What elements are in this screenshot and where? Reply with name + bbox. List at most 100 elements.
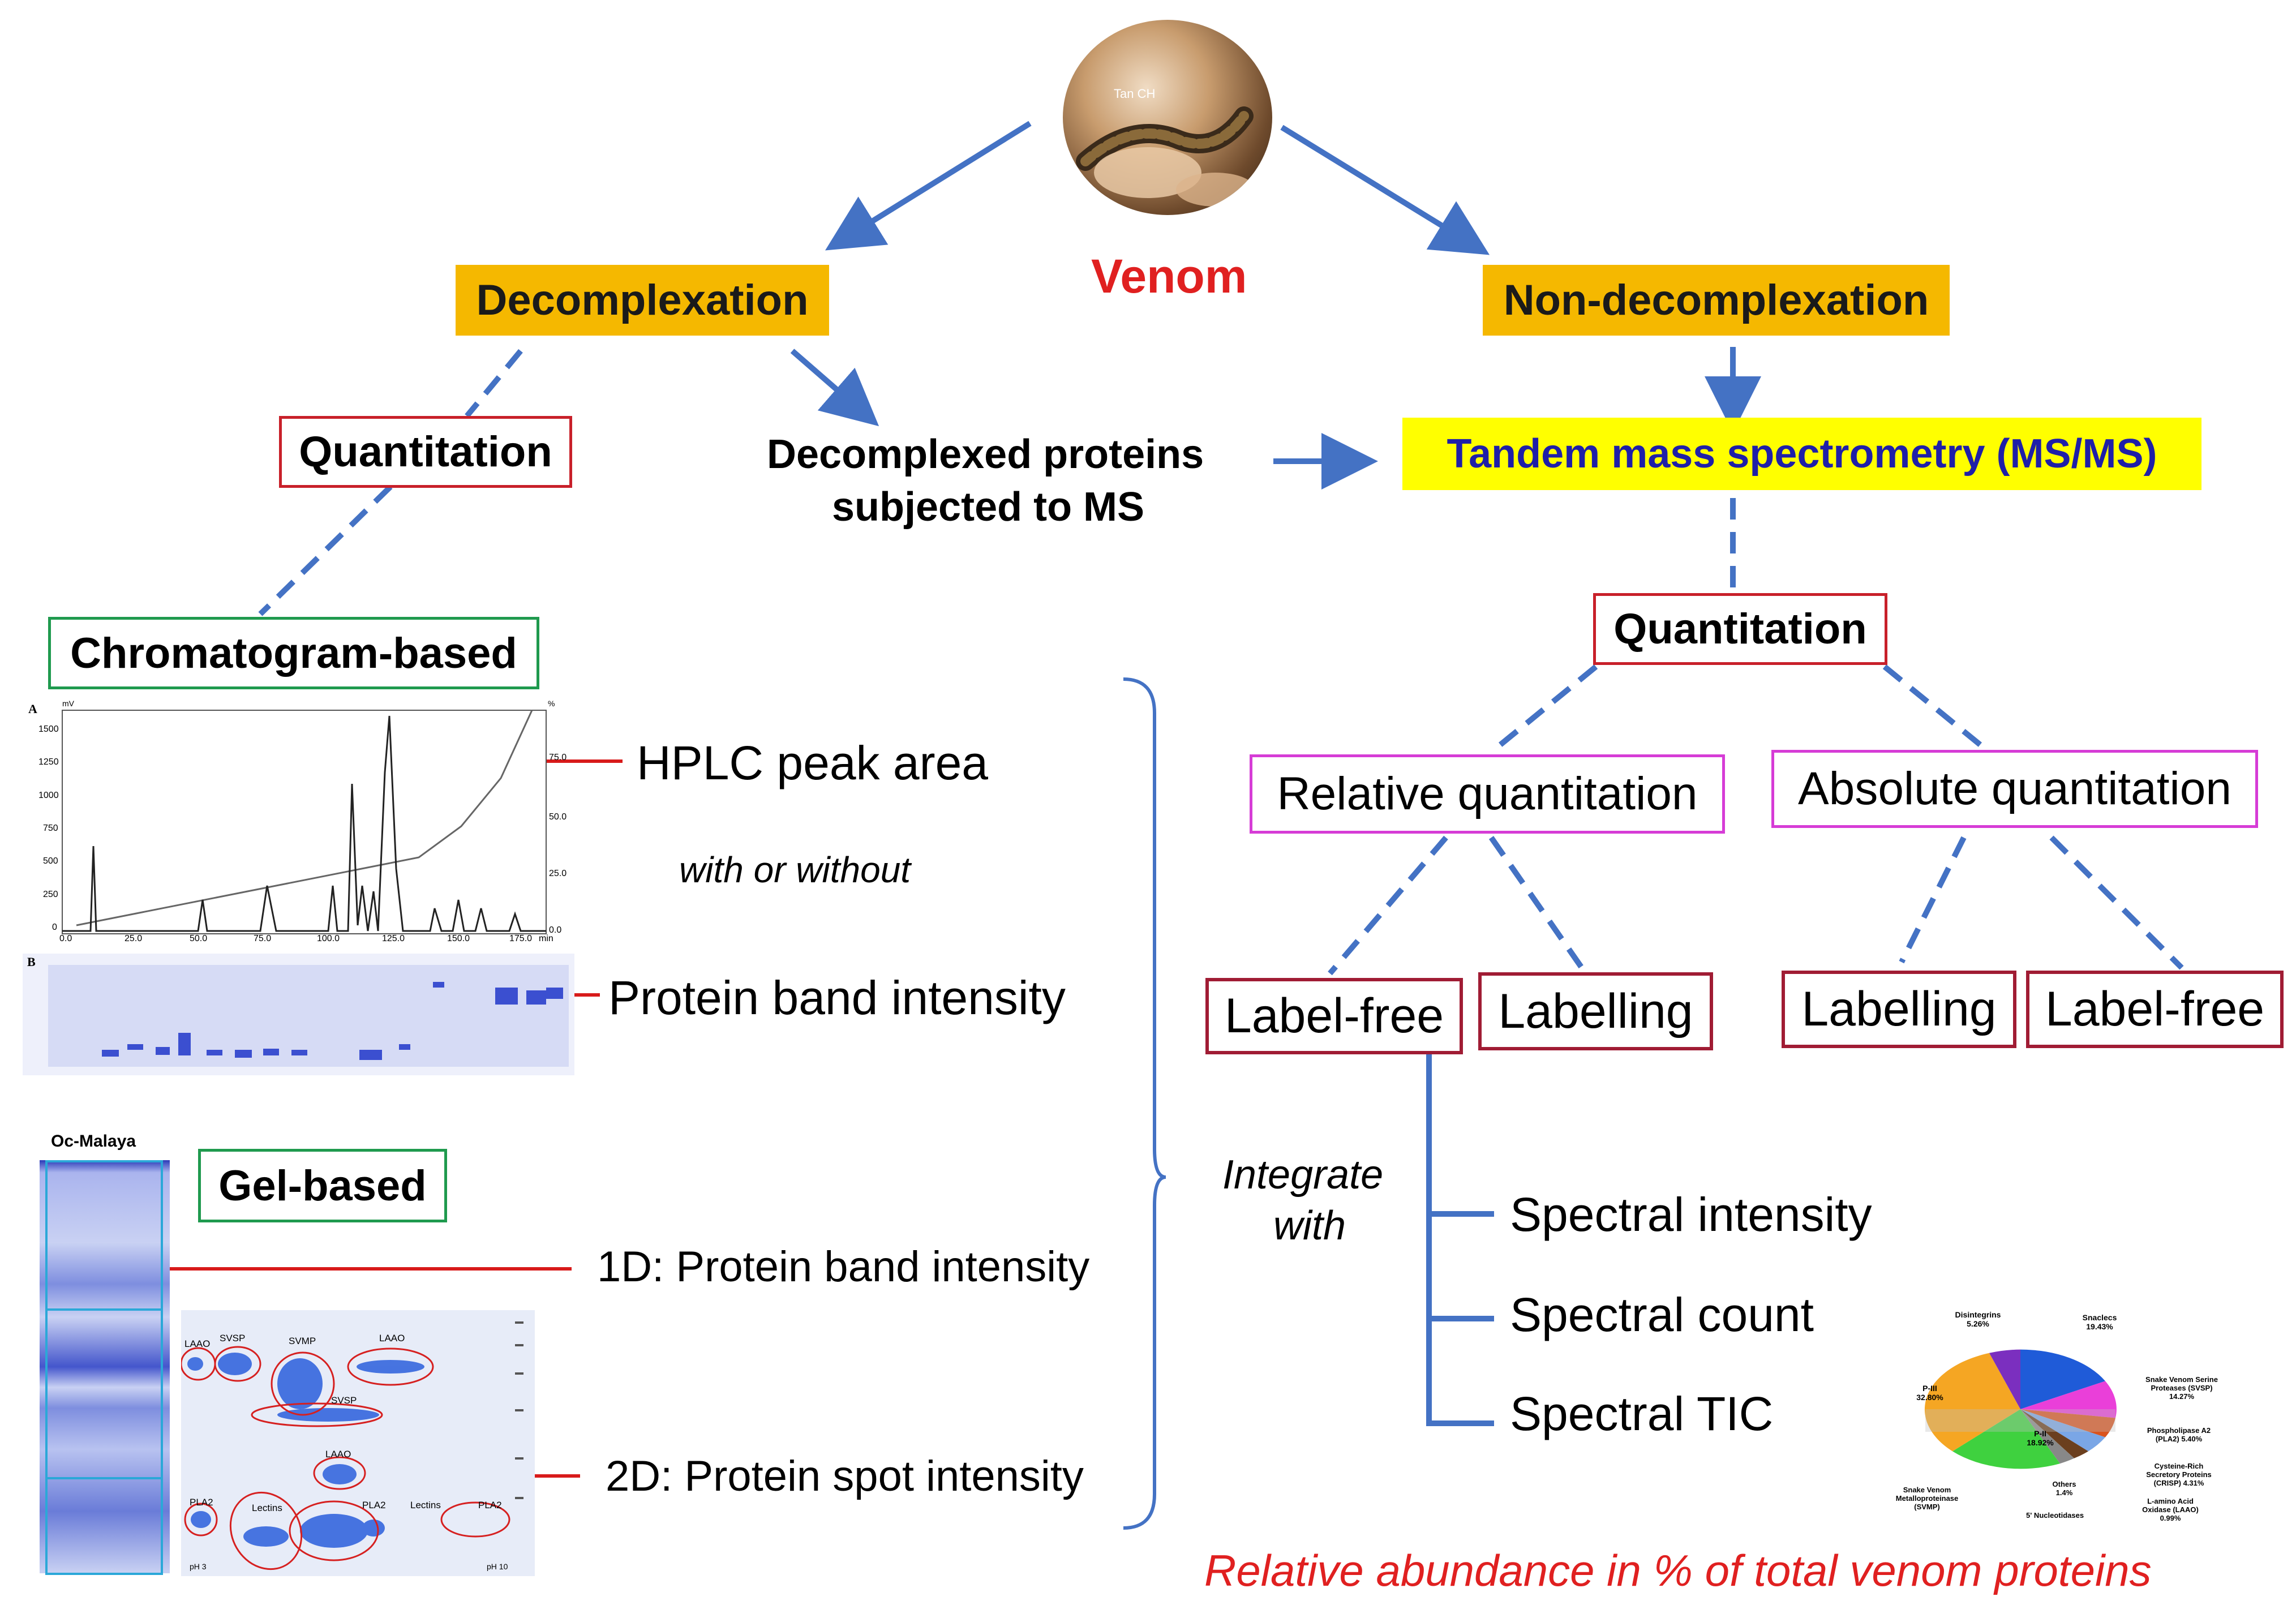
rel-labelling-box: Labelling [1478, 972, 1713, 1050]
x-tick: 75.0 [254, 934, 272, 943]
gel-bands [102, 982, 563, 1060]
dash-absolute-to-labelfree [2049, 835, 2184, 970]
x-tick: 50.0 [190, 934, 208, 943]
twod-gel-spots [180, 1321, 523, 1570]
chromatogram-based-box: Chromatogram-based [48, 617, 539, 689]
pie-slice-laao [2020, 1409, 2088, 1458]
pie-label-svsp: Snake Venom Serine Proteases (SVSP) 14.2… [2145, 1375, 2218, 1401]
x-tick: 125.0 [382, 934, 405, 943]
dash-decomp-to-quant [465, 349, 523, 418]
y-unit: mV [62, 699, 74, 708]
pie-label-crisp: Cysteine-Rich Secretory Proteins (CRISP)… [2146, 1462, 2212, 1487]
x-tick: 100.0 [317, 934, 340, 943]
spectral-tic: Spectral TIC [1510, 1387, 1774, 1440]
x-tick: 0.0 [59, 934, 72, 943]
relative-abundance-footer: Relative abundance in % of total venom p… [1204, 1546, 2152, 1595]
oned-gel-image [40, 1160, 170, 1575]
twod-gel-image: LAAO SVSP SVMP LAAO SVSP LAAO PLA2 Lecti… [180, 1310, 535, 1576]
chromatogram-trace [62, 715, 546, 932]
integrate-line2: with [1273, 1203, 1346, 1248]
absolute-quantitation-box: Absolute quantitation [1771, 750, 2258, 828]
dash-absolute-to-labelling [1899, 836, 1967, 964]
decomplexed-proteins-line1: Decomplexed proteins [767, 432, 1204, 477]
x-tick: 25.0 [125, 934, 143, 943]
pie-label-snaclecs: Snaclecs 19.43% [2082, 1313, 2117, 1331]
dash-quant-to-chromatogram [258, 484, 393, 616]
spot-label: LAAO [379, 1333, 405, 1344]
spot-label: Lectins [410, 1500, 441, 1510]
ph-low: pH 3 [190, 1562, 207, 1571]
panel-a-label: A [28, 702, 37, 716]
dash-quant-to-absolute [1882, 664, 1989, 752]
pie-slice-svsp [2020, 1381, 2117, 1418]
dash-quant-to-relative [1492, 664, 1598, 752]
x-tick: 150.0 [447, 934, 470, 943]
pie-slice-p3 [1924, 1353, 2020, 1452]
chromatogram-svg [62, 710, 547, 934]
hplc-peak-area-label: HPLC peak area [637, 736, 989, 789]
pie-label-disintegrins: Disintegrins 5.26% [1955, 1310, 2001, 1328]
pie-label-5nucleotidases: 5' Nucleotidases [2026, 1511, 2084, 1520]
y2-unit: % [548, 699, 555, 708]
pie-slice-pla2 [2020, 1409, 2115, 1437]
y-tick: 1500 [38, 724, 59, 734]
pie-slice-crisp [2020, 1409, 2105, 1452]
gradient-line [76, 710, 533, 926]
x-unit: min [539, 934, 553, 943]
spot-label: PLA2 [190, 1497, 213, 1508]
y2-tick: 50.0 [549, 812, 567, 822]
y2-tick: 0.0 [549, 925, 562, 935]
y2-tick: 25.0 [549, 869, 567, 878]
arrow-decomp-to-proteins [790, 349, 879, 427]
non-decomplexation-box: Non-decomplexation [1483, 265, 1950, 336]
y-tick: 1000 [38, 791, 59, 800]
with-or-without-label: with or without [679, 849, 911, 890]
pie-slice-others [2020, 1409, 2074, 1464]
oned-label: 1D: Protein band intensity [597, 1243, 1090, 1291]
pie-chart-figure: Disintegrins 5.26% Snaclecs 19.43% Snake… [1885, 1310, 2224, 1525]
gel-lanes [48, 965, 569, 1067]
quantitation-right-box: Quantitation [1593, 593, 1887, 665]
pie-slice-snaclecs [2020, 1349, 2105, 1409]
twod-label: 2D: Protein spot intensity [606, 1452, 1084, 1500]
pie-label-p2: P-II 18.92% [2027, 1429, 2054, 1447]
gel-based-box: Gel-based [198, 1149, 447, 1222]
gel-title: Oc-Malaya [51, 1132, 136, 1151]
spot-label: LAAO [325, 1449, 351, 1460]
rel-labelfree-box: Label-free [1205, 978, 1463, 1054]
brace [1123, 677, 1166, 1530]
spectral-intensity: Spectral intensity [1510, 1188, 1872, 1241]
chromatogram-figure: A mV % 1500 1250 1000 750 500 250 0 75.0… [23, 699, 572, 948]
protein-band-intensity-label: Protein band intensity [608, 971, 1066, 1024]
spectral-count: Spectral count [1510, 1288, 1814, 1341]
spot-label: SVSP [331, 1395, 357, 1406]
pie-slice-disintegrins [1989, 1349, 2020, 1409]
spot-label: PLA2 [478, 1500, 502, 1510]
pie-label-laao: L-amino Acid Oxidase (LAAO) 0.99% [2142, 1497, 2199, 1522]
ph-high: pH 10 [487, 1562, 508, 1571]
y2-tick: 75.0 [549, 753, 567, 762]
y-tick: 750 [43, 823, 58, 833]
spot-label: PLA2 [362, 1500, 386, 1510]
pie-label-p3: P-III 32.80% [1916, 1384, 1943, 1402]
spectral-tree [1426, 1050, 1494, 1426]
sds-page-strip: B [23, 954, 574, 1075]
photo-caption: Tan CH [1114, 87, 1156, 101]
y-tick: 1250 [38, 757, 59, 767]
y-tick: 250 [43, 890, 58, 899]
msms-box: Tandem mass spectrometry (MS/MS) [1402, 418, 2201, 490]
arrow-venom-to-nondecomplexation [1280, 125, 1490, 255]
spot-label: LAAO [184, 1338, 211, 1349]
dash-relative-to-labelling [1488, 836, 1585, 969]
venom-photo: Tan CH [1063, 20, 1272, 215]
quantitation-left-box: Quantitation [279, 416, 572, 488]
relative-quantitation-box: Relative quantitation [1250, 754, 1725, 834]
spot-label: SVMP [289, 1336, 316, 1346]
pie-slice-p2 [1952, 1409, 2060, 1469]
integrate-line1: Integrate [1222, 1152, 1384, 1198]
decomplexation-box: Decomplexation [456, 265, 829, 336]
abs-labelling-box: Labelling [1782, 971, 2016, 1048]
pie-label-svmp: Snake Venom Metalloproteinase (SVMP) [1895, 1486, 1959, 1511]
pie-chart-svg [1924, 1349, 2117, 1469]
